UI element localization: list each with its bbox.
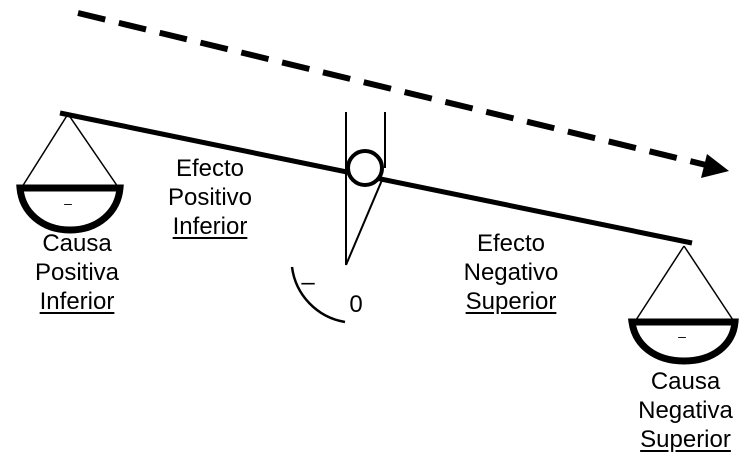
gauge-arc bbox=[290, 266, 346, 324]
right-pan-bowl bbox=[628, 318, 739, 365]
left-cause-line1: Causa bbox=[42, 230, 112, 257]
right-cause-line3: Superior bbox=[640, 426, 731, 453]
tilt-trend-arrowhead bbox=[701, 154, 729, 178]
pivot-circle bbox=[346, 149, 384, 187]
right-cause-line1: Causa bbox=[650, 368, 721, 395]
tilt-trend-dashed-line bbox=[77, 10, 707, 168]
right-cause-label: Causa Negativa Superior bbox=[618, 367, 753, 454]
right-effect-label: Efecto Negativo Superior bbox=[436, 229, 586, 316]
tilt-trend-arrow bbox=[77, 10, 729, 178]
right-pan-mark: – bbox=[678, 328, 686, 344]
left-pan-bowl bbox=[16, 184, 124, 234]
right-pan-string-right bbox=[683, 245, 734, 321]
left-cause-line3: Inferior bbox=[39, 288, 115, 315]
right-effect-line1: Efecto bbox=[476, 230, 546, 257]
left-cause-line2: Positiva bbox=[34, 259, 120, 286]
gauge-zero-label: 0 bbox=[349, 291, 363, 318]
gauge-minus-label: – bbox=[301, 269, 315, 296]
left-pan-string-left bbox=[21, 113, 69, 188]
left-effect-label: Efecto Positivo Inferior bbox=[135, 154, 285, 241]
right-cause-line2: Negativa bbox=[638, 397, 733, 424]
pivot-indicator bbox=[345, 112, 386, 266]
right-scale-pan bbox=[628, 245, 739, 365]
left-pan-string-right bbox=[67, 113, 119, 188]
right-pan-string-left bbox=[635, 245, 685, 321]
left-pan-mark: – bbox=[64, 195, 72, 211]
left-effect-line2: Positivo bbox=[167, 184, 253, 211]
right-effect-line2: Negativo bbox=[463, 259, 559, 286]
left-effect-line1: Efecto bbox=[175, 155, 245, 182]
pivot-needle bbox=[345, 179, 383, 266]
left-cause-label: Causa Positiva Inferior bbox=[2, 229, 152, 316]
left-scale-pan bbox=[16, 113, 124, 234]
right-effect-line3: Superior bbox=[465, 288, 557, 315]
left-effect-line3: Inferior bbox=[172, 213, 248, 240]
